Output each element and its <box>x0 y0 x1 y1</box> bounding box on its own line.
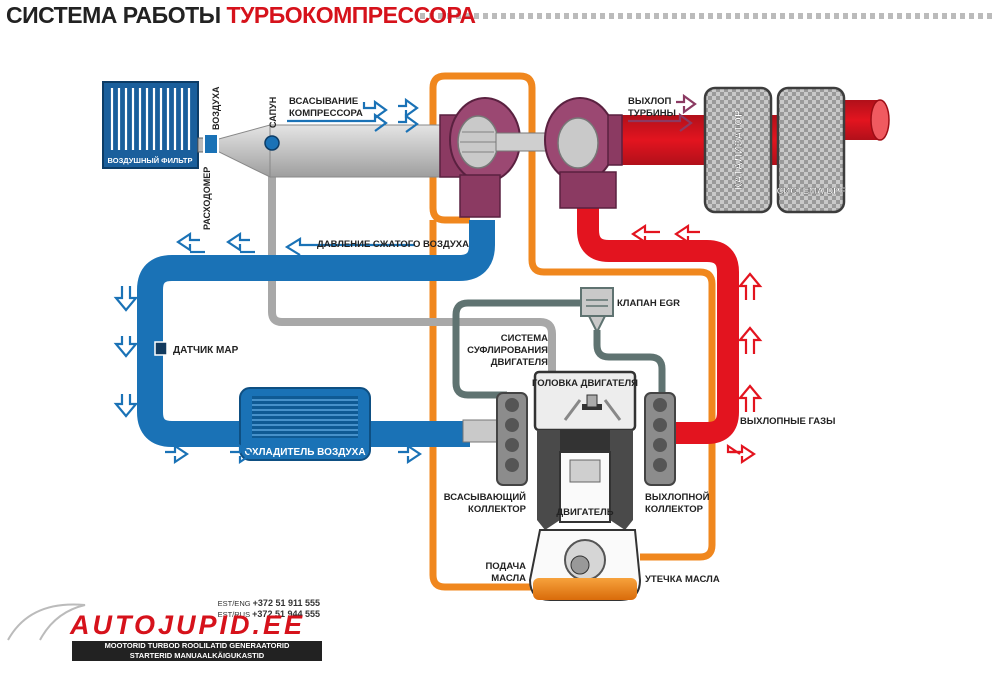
intercooler-label: ОХЛАДИТЕЛЬ ВОЗДУХА <box>244 447 365 458</box>
dpf: СИСТЕМА DPF <box>776 86 846 214</box>
egr-lines <box>452 299 666 399</box>
logo-tagline-1: MOOTORID TURBOD ROOLILATID GENERAATORID <box>104 641 290 650</box>
exhaust-manifold-label-line2: КОЛЛЕКТОР <box>645 504 704 515</box>
map-sensor-icon <box>154 341 168 356</box>
contact-rus-phone: +372 51 944 555 <box>252 609 320 619</box>
contact-eng-phone: +372 51 911 555 <box>252 598 320 608</box>
intake-manifold-label-line1: ВСАСЫВАЮЩИЙ <box>444 491 526 503</box>
intake-manifold <box>462 392 528 486</box>
exhaust-gases-label: ВЫХЛОПНЫЕ ГАЗЫ <box>740 416 835 427</box>
engine <box>528 370 642 601</box>
intake-arrows <box>287 97 419 133</box>
egr-valve-label: КЛАПАН EGR <box>617 298 680 309</box>
flowmeter-icon <box>203 133 219 155</box>
intake-label-line1: ВСАСЫВАНИЕ <box>289 96 358 107</box>
exhaust-manifold-label-line1: ВЫХЛОПНОЙ <box>645 491 710 503</box>
oil-supply-label-line1: ПОДАЧА <box>485 561 526 572</box>
air-label: ВОЗДУХА <box>211 86 221 130</box>
oil-supply-label-line2: МАСЛА <box>491 573 526 584</box>
boost-pressure-label: ДАВЛЕНИЕ СЖАТОГО ВОЗДУХА <box>317 239 469 250</box>
page-title: СИСТЕМА РАБОТЫ ТУРБОКОМПРЕССОРА <box>6 2 476 29</box>
exhaust-arrows <box>628 93 697 132</box>
logo-tagline-2: STARTERID MANUAALKÄIGUKASTID <box>129 651 265 660</box>
crankcase-label-line3: ДВИГАТЕЛЯ <box>491 357 548 368</box>
crankcase-label-line1: СИСТЕМА <box>501 333 548 344</box>
title-main: СИСТЕМА РАБОТЫ <box>6 2 227 28</box>
air-filter-label: ВОЗДУШНЫЙ ФИЛЬТР <box>108 156 193 165</box>
oil-leak-label: УТЕЧКА МАСЛА <box>645 574 720 585</box>
exhaust-label-line2: ТУРБИНЫ <box>628 108 676 119</box>
dpf-label: СИСТЕМА DPF <box>777 186 846 197</box>
title-accent: ТУРБОКОМПРЕССОРА <box>226 2 476 28</box>
intake-label-line2: КОМПРЕССОРА <box>289 108 363 119</box>
exhaust-manifold <box>644 392 676 486</box>
intercooler: ОХЛАДИТЕЛЬ ВОЗДУХА <box>239 387 371 461</box>
contact-eng-label: EST/ENG <box>217 599 251 608</box>
breather-port-icon <box>264 135 280 151</box>
exhaust-pipe <box>577 205 739 444</box>
catalyst: КАТАЛИЗАТОР <box>703 86 773 214</box>
catalyst-label: КАТАЛИЗАТОР <box>733 110 745 190</box>
engine-label: ДВИГАТЕЛЬ <box>556 507 613 518</box>
breather-label: САПУН <box>268 97 278 128</box>
map-sensor-label: ДАТЧИК MAP <box>173 345 239 356</box>
exhaust-label-line1: ВЫХЛОП <box>628 96 672 107</box>
logo-name: AUTOJUPID.EE <box>70 610 306 640</box>
turbocharger <box>439 97 623 218</box>
breather-line <box>268 145 556 380</box>
egr-valve <box>580 287 614 335</box>
intake-tube <box>214 124 443 178</box>
contacts: EST/ENG +372 51 911 555 EST/RUS +372 51 … <box>200 598 320 620</box>
oil-lines <box>429 72 716 591</box>
logo-swoosh-icon <box>7 603 86 641</box>
cylinder-head-label: ГОЛОВКА ДВИГАТЕЛЯ <box>532 378 638 389</box>
contact-rus-label: EST/RUS <box>217 610 251 619</box>
exhaust-gas-arrows <box>631 223 763 465</box>
crankcase-label-line2: СУФЛИРОВАНИЯ <box>467 345 548 356</box>
air-filter: ВОЗДУШНЫЙ ФИЛЬТР <box>102 81 199 169</box>
boost-pipe <box>137 220 495 447</box>
boost-arrows <box>113 231 422 465</box>
flowmeter-label: РАСХОДОМЕР <box>202 167 212 230</box>
intake-manifold-label-line2: КОЛЛЕКТОР <box>468 504 527 515</box>
logo-tagline: MOOTORID TURBOD ROOLILATID GENERAATORID … <box>72 641 322 661</box>
